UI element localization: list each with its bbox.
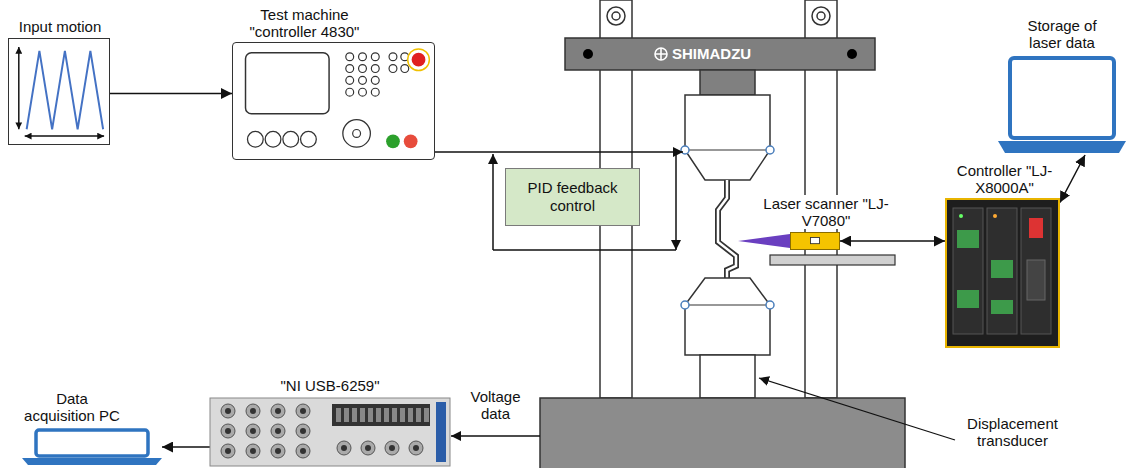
- test-controller-box: Test machine "controller 4830": [232, 42, 435, 160]
- waveform-figure: [9, 39, 109, 144]
- device-label: Data acquisition PC: [22, 390, 122, 425]
- device-label: Input motion: [0, 18, 120, 35]
- brand-label: SHIMADZU: [672, 45, 782, 62]
- connector-arrow: [110, 93, 232, 95]
- daq-device-photo: "NI USB-6259": [210, 398, 450, 466]
- controller-photo-figure: [947, 200, 1058, 346]
- controller-panel-figure: [233, 43, 434, 159]
- part-label: Displacement transducer: [960, 415, 1065, 450]
- daq-photo-figure: [210, 398, 450, 466]
- scanner-figure: [791, 233, 839, 249]
- device-label: "NI USB-6259": [250, 377, 410, 394]
- box-text: PID feedback control: [510, 179, 635, 215]
- laser-controller-photo: Controller "LJ-X8000A": [945, 198, 1060, 348]
- pid-box: PID feedback control: [505, 168, 640, 226]
- storage-laptop: Storage of laser data: [998, 55, 1126, 155]
- device-label: Laser scanner "LJ-V7080": [761, 195, 891, 230]
- connector-arrow: [840, 240, 945, 242]
- laptop-icon: [998, 55, 1126, 155]
- connector-arrow: [1060, 155, 1085, 203]
- device-label: Controller "LJ-X8000A": [945, 162, 1065, 197]
- device-label: Test machine "controller 4830": [240, 6, 370, 41]
- signal-label: Voltage data: [458, 388, 533, 423]
- acquisition-laptop: Data acquisition PC: [22, 428, 162, 466]
- input-motion-box: Input motion: [8, 38, 110, 145]
- laptop-icon: [22, 428, 162, 466]
- laser-scanner-box: Laser scanner "LJ-V7080": [790, 232, 840, 250]
- device-label: Storage of laser data: [1012, 17, 1112, 52]
- connector-arrow: [162, 446, 210, 448]
